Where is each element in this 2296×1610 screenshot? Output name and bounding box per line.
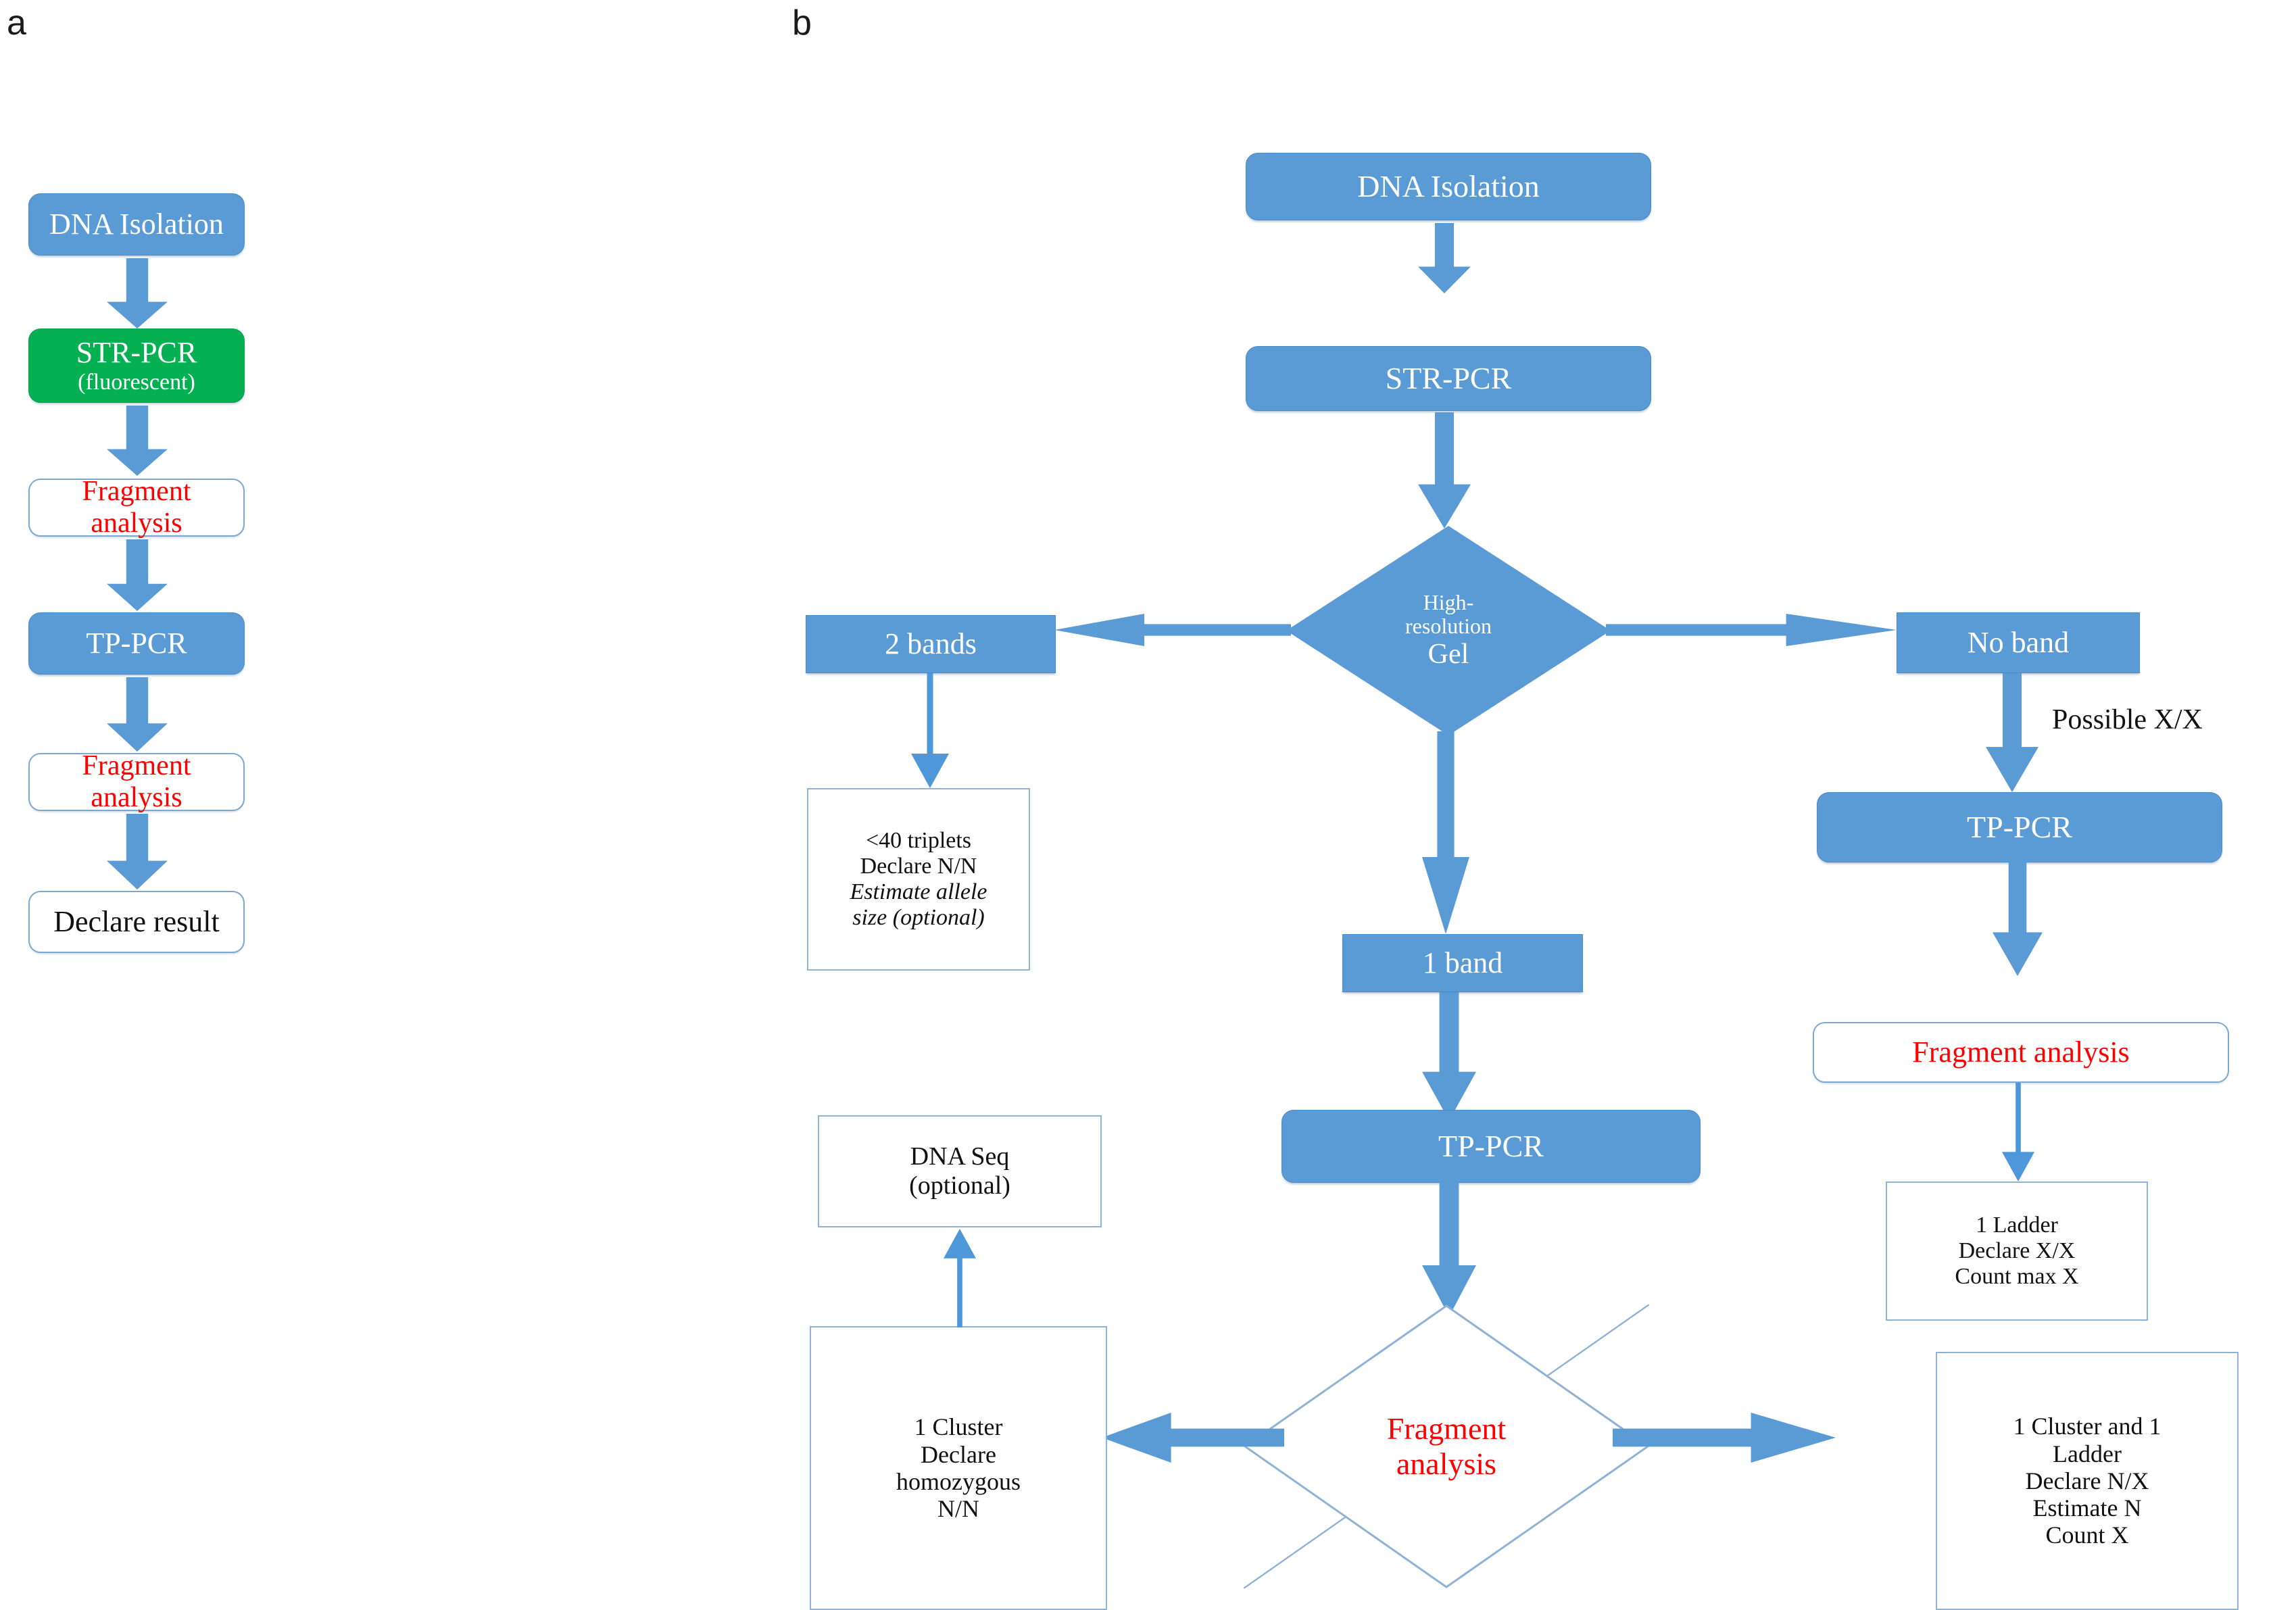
arrow-a-fragment2-to-declare	[107, 814, 168, 889]
one-cluster-result-line-3: homozygous	[896, 1468, 1021, 1495]
node-b-dna-seq-line1: DNA Seq	[910, 1142, 1010, 1171]
node-b-one-cluster-result[interactable]: 1 Cluster Declare homozygous N/N	[810, 1326, 1107, 1610]
no-band-result-line-3: Count max X	[1955, 1264, 2079, 1290]
node-b-dna-isolation[interactable]: DNA Isolation	[1246, 153, 1651, 220]
cluster-ladder-result-line-1: 1 Cluster and 1	[2013, 1413, 2161, 1440]
arrow-b-one-band-to-tppcr	[1422, 992, 1476, 1121]
diamond-shape	[1286, 526, 1611, 735]
no-band-result-line-1: 1 Ladder	[1976, 1212, 2058, 1238]
node-a-str-pcr[interactable]: STR-PCR (fluorescent)	[28, 328, 245, 403]
node-b-two-bands[interactable]: 2 bands	[806, 615, 1056, 673]
node-a-fragment-analysis-2-label: Fragment analysis	[82, 750, 191, 813]
node-b-dna-seq-line2: (optional)	[909, 1171, 1010, 1200]
cluster-ladder-result-line-2: Ladder	[2053, 1440, 2122, 1467]
node-b-high-resolution-gel[interactable]: High- resolution Gel	[1286, 526, 1611, 735]
node-a-str-pcr-sublabel: (fluorescent)	[78, 369, 195, 395]
arrow-b-two-bands-to-result	[911, 673, 949, 788]
arrow-a-fragment1-to-tppcr	[107, 539, 168, 611]
node-b-no-band-result[interactable]: 1 Ladder Declare X/X Count max X	[1886, 1181, 2148, 1321]
node-b-cluster-ladder-result[interactable]: 1 Cluster and 1 Ladder Declare N/X Estim…	[1936, 1352, 2239, 1610]
node-a-fragment-analysis-1[interactable]: Fragment analysis	[28, 475, 245, 539]
node-b-str-pcr[interactable]: STR-PCR	[1246, 346, 1651, 411]
node-a-tp-pcr[interactable]: TP-PCR	[28, 612, 245, 675]
arrow-b-one-cluster-to-dna-seq	[944, 1229, 976, 1327]
node-b-str-pcr-label: STR-PCR	[1385, 361, 1512, 396]
node-b-tp-pcr-right[interactable]: TP-PCR	[1817, 792, 2222, 862]
node-a-tp-pcr-label: TP-PCR	[86, 627, 187, 660]
node-b-no-band[interactable]: No band	[1897, 612, 2140, 673]
one-cluster-result-line-4: N/N	[937, 1495, 979, 1523]
panel-letter-a: a	[7, 3, 26, 43]
node-a-declare-result[interactable]: Declare result	[28, 891, 245, 953]
diamond-outline-shape	[1243, 1304, 1650, 1588]
arrow-b-fragment-right-to-ladder	[2002, 1083, 2034, 1181]
node-b-tp-pcr-center[interactable]: TP-PCR	[1281, 1110, 1701, 1183]
node-b-fragment-analysis-right-label: Fragment analysis	[1912, 1035, 2130, 1069]
cluster-ladder-result-line-3: Declare N/X	[2025, 1467, 2149, 1494]
node-b-one-band-label: 1 band	[1422, 946, 1503, 980]
node-b-two-bands-result[interactable]: <40 triplets Declare N/N Estimate allele…	[807, 788, 1030, 971]
node-a-fragment-analysis-1-label: Fragment analysis	[82, 475, 191, 539]
arrow-b-dna-to-strpcr	[1418, 223, 1471, 293]
node-b-fragment-analysis-diamond[interactable]: Fragment analysis	[1243, 1304, 1650, 1588]
arrow-b-tppcr-center-to-fragment-diamond	[1422, 1181, 1476, 1317]
node-b-no-band-label: No band	[1967, 626, 2070, 660]
arrow-b-gel-to-one-band	[1422, 731, 1469, 934]
arrow-b-gel-to-no-band	[1606, 614, 1897, 646]
node-b-fragment-analysis-right[interactable]: Fragment analysis	[1813, 1022, 2229, 1083]
arrow-b-strpcr-to-gel	[1418, 412, 1471, 529]
node-b-dna-seq[interactable]: DNA Seq (optional)	[818, 1115, 1102, 1227]
one-cluster-result-line-1: 1 Cluster	[914, 1413, 1003, 1441]
cluster-ladder-result-line-4: Estimate N	[2032, 1494, 2142, 1522]
arrow-b-tppcr-right-to-fragment	[1993, 861, 2043, 976]
panel-letter-b: b	[792, 3, 812, 43]
cluster-ladder-result-line-5: Count X	[2045, 1521, 2129, 1549]
node-b-one-band[interactable]: 1 band	[1342, 934, 1583, 992]
node-b-two-bands-label: 2 bands	[885, 627, 977, 661]
two-bands-result-line-1: <40 triplets	[865, 827, 972, 853]
arrow-b-gel-to-two-bands	[1054, 614, 1291, 646]
node-b-tp-pcr-center-label: TP-PCR	[1438, 1129, 1544, 1164]
node-b-dna-isolation-label: DNA Isolation	[1357, 169, 1540, 204]
arrow-b-no-band-to-tppcr	[1986, 673, 2038, 792]
edge-label-possible-xx: Possible X/X	[2052, 704, 2203, 735]
node-a-declare-result-label: Declare result	[53, 905, 220, 939]
arrow-a-strpcr-to-fragment1	[107, 406, 168, 476]
arrow-a-dna-to-strpcr	[107, 258, 168, 328]
no-band-result-line-2: Declare X/X	[1958, 1238, 2076, 1263]
node-b-tp-pcr-right-label: TP-PCR	[1967, 810, 2072, 845]
node-a-fragment-analysis-2[interactable]: Fragment analysis	[28, 750, 245, 813]
arrow-a-tppcr-to-fragment2	[107, 677, 168, 752]
two-bands-result-line-2: Declare N/N	[860, 853, 977, 879]
two-bands-result-italic-line-1: Estimate allele	[850, 879, 987, 904]
node-a-dna-isolation[interactable]: DNA Isolation	[28, 193, 245, 255]
node-a-str-pcr-label: STR-PCR	[76, 336, 197, 370]
two-bands-result-italic-line-2: size (optional)	[852, 905, 985, 931]
one-cluster-result-line-2: Declare	[921, 1440, 996, 1468]
node-a-dna-isolation-label: DNA Isolation	[49, 208, 224, 241]
